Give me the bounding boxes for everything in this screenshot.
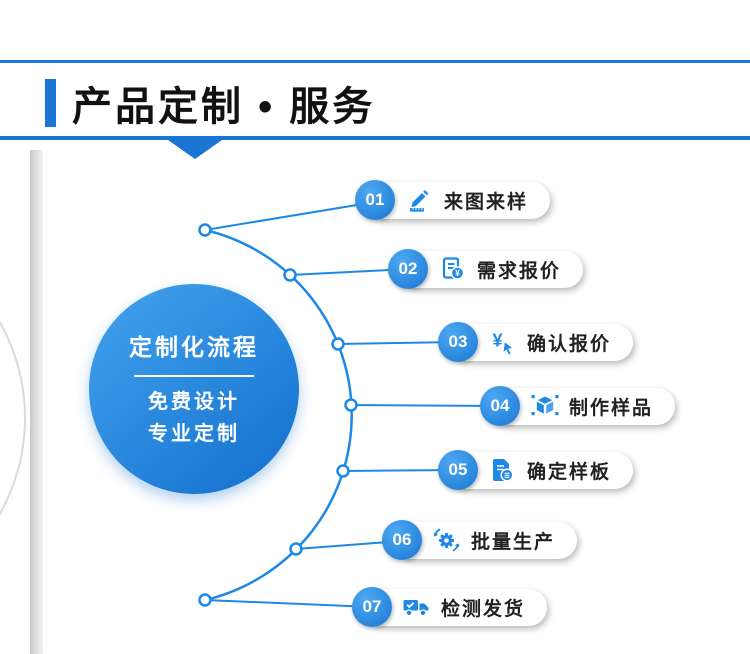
step-label: 来图来样: [444, 191, 529, 213]
step-number-badge: 01: [355, 180, 395, 220]
circle-divider: [134, 375, 254, 377]
document-yen-icon: ¥: [438, 256, 467, 282]
background-arc: [0, 320, 26, 516]
pencil-ruler-icon: [405, 187, 434, 213]
step-item-5: 05 确定样板: [438, 450, 634, 490]
step-pill: ¥ 确认报价: [458, 323, 634, 361]
step-label: 检测发货: [441, 598, 526, 620]
connector-line-7: [204, 599, 373, 608]
arc-dot: [283, 268, 297, 282]
connector-line-4: [350, 404, 501, 407]
connector-line-1: [204, 201, 376, 231]
top-divider-line: [0, 60, 750, 63]
step-item-1: 01 来图来样: [355, 180, 551, 220]
step-pill: 确定样板: [458, 451, 634, 489]
header-divider-line: [0, 136, 750, 140]
cube-icon: [530, 393, 559, 419]
step-pill: 制作样品: [500, 387, 676, 425]
process-circle-line1: 免费设计: [148, 391, 240, 413]
arc-dot: [336, 464, 350, 478]
process-circle: 定制化流程 免费设计 专业定制: [89, 284, 299, 494]
document-list-icon: [488, 457, 517, 483]
step-label: 需求报价: [477, 260, 562, 282]
yen-cursor-icon: ¥: [488, 329, 517, 355]
step-number-badge: 05: [438, 450, 478, 490]
truck-icon: [402, 594, 431, 620]
process-circle-line2: 专业定制: [148, 423, 240, 445]
arc-dot: [344, 398, 358, 412]
step-item-7: 07 检测发货: [352, 587, 548, 627]
title-accent-bar: [45, 79, 56, 127]
page-header: 产品定制 • 服务: [45, 74, 375, 132]
step-item-3: 03 ¥ 确认报价: [438, 322, 634, 362]
step-item-4: 04 制作样品: [480, 386, 676, 426]
step-pill: ¥ 需求报价: [408, 250, 584, 288]
step-label: 确认报价: [527, 333, 612, 355]
step-item-6: 06: [382, 520, 578, 560]
svg-text:¥: ¥: [454, 268, 459, 278]
step-number-badge: 04: [480, 386, 520, 426]
process-arc: [204, 228, 353, 602]
left-shadow-strip: [30, 150, 43, 654]
step-label: 确定样板: [527, 461, 612, 483]
step-item-2: 02 ¥ 需求报价: [388, 249, 584, 289]
step-number-badge: 07: [352, 587, 392, 627]
process-circle-title: 定制化流程: [129, 334, 259, 360]
arc-dot: [198, 223, 212, 237]
down-arrow-triangle: [168, 140, 222, 159]
step-number-badge: 03: [438, 322, 478, 362]
page-title: 产品定制 • 服务: [72, 85, 376, 129]
arc-dot: [198, 593, 212, 607]
step-number-badge: 02: [388, 249, 428, 289]
step-label: 制作样品: [569, 397, 654, 419]
step-label: 批量生产: [471, 531, 556, 553]
arc-dot: [331, 337, 345, 351]
svg-text:¥: ¥: [492, 331, 502, 351]
arc-dot: [289, 542, 303, 556]
step-pill: 检测发货: [372, 588, 548, 626]
step-pill: 批量生产: [402, 521, 578, 559]
gear-sync-icon: [432, 527, 461, 553]
step-pill: 来图来样: [375, 181, 551, 219]
step-number-badge: 06: [382, 520, 422, 560]
